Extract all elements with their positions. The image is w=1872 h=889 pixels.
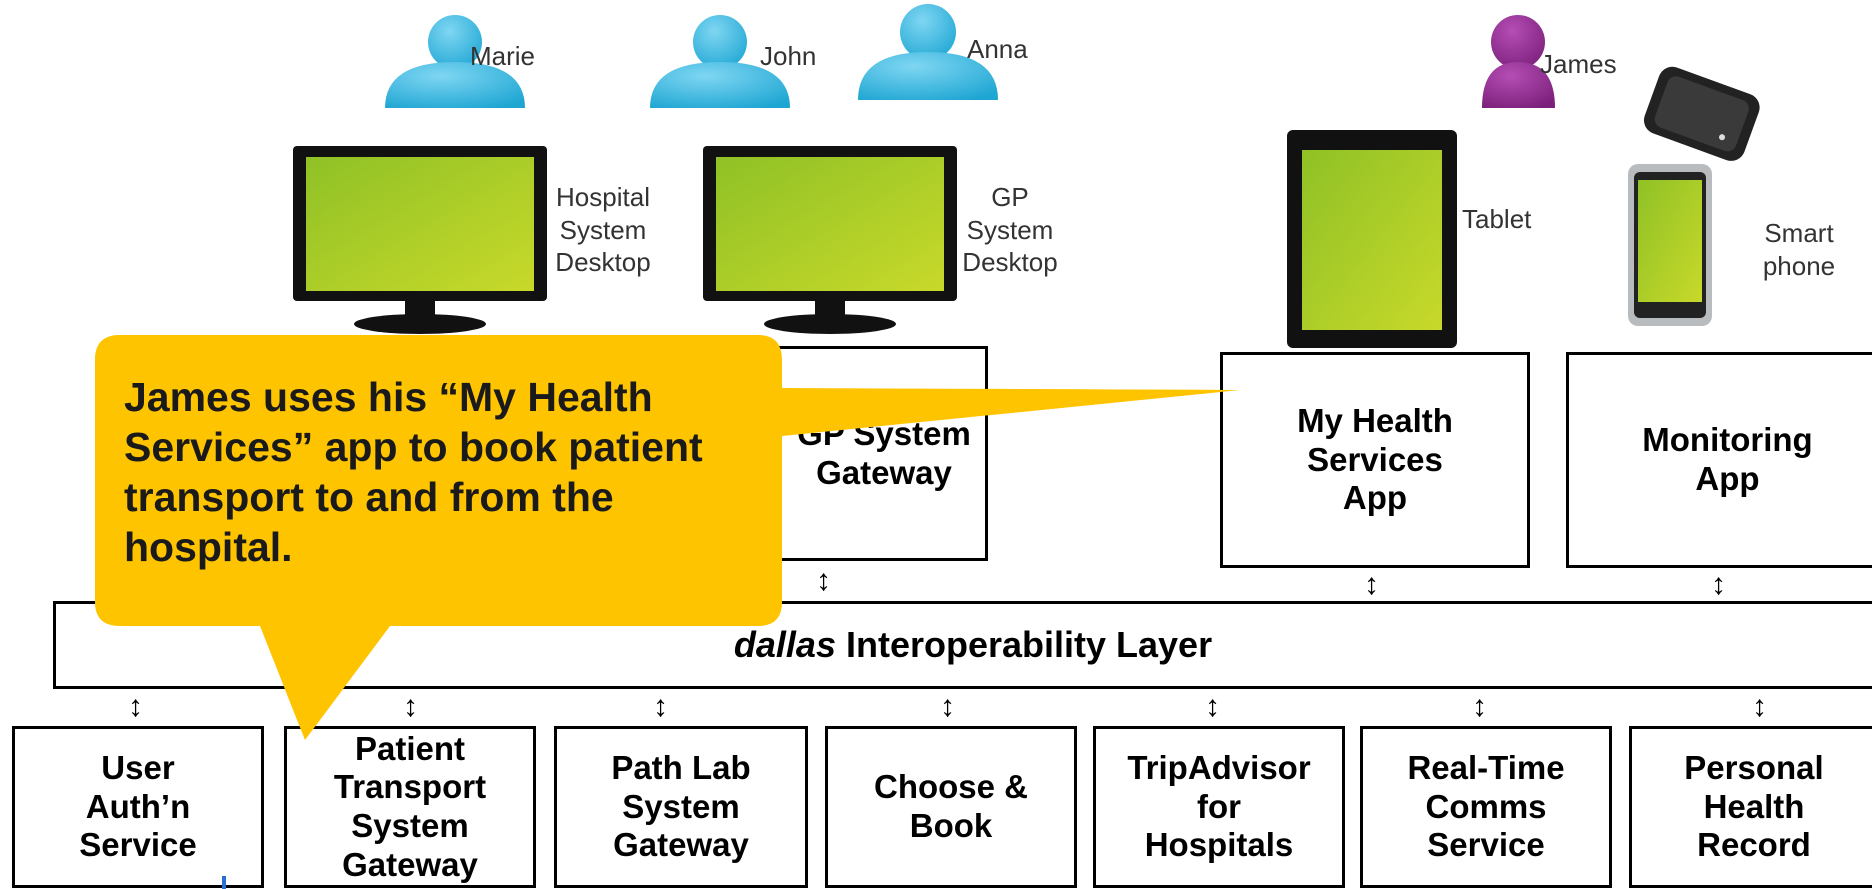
cursor-mark — [222, 876, 226, 889]
service-tripadvisor: TripAdvisor for Hospitals — [1093, 726, 1345, 888]
service-personal-health-record: Personal Health Record — [1629, 726, 1872, 888]
person-anna-icon — [858, 4, 998, 100]
arrow-service-2: ↕ — [403, 690, 418, 723]
monitoring-app-box: Monitoring App — [1566, 352, 1872, 568]
person-john-icon — [650, 15, 790, 108]
service-realtime-comms: Real-Time Comms Service — [1360, 726, 1612, 888]
arrow-monitoring: ↕ — [1711, 568, 1726, 601]
user-label-anna: Anna — [967, 34, 1028, 64]
service-path-lab: Path Lab System Gateway — [554, 726, 808, 888]
person-marie-icon — [385, 15, 525, 108]
arrow-service-6: ↕ — [1472, 690, 1487, 723]
arrow-service-4: ↕ — [940, 690, 955, 723]
smartphone-device-icon — [1628, 164, 1712, 326]
tablet-device-icon — [1287, 130, 1457, 348]
tablet-label: Tablet — [1462, 204, 1532, 234]
arrow-service-5: ↕ — [1205, 690, 1220, 723]
my-health-services-app-box: My Health Services App — [1220, 352, 1530, 568]
person-james-icon — [1482, 15, 1555, 108]
service-choose-book: Choose & Book — [825, 726, 1077, 888]
arrow-my-health: ↕ — [1364, 568, 1379, 601]
smartphone-label: Smart phone — [1762, 218, 1836, 281]
hospital-desktop-monitor-icon — [293, 146, 547, 334]
gp-desktop-label: GP System Desktop — [962, 182, 1058, 277]
gp-desktop-monitor-icon — [703, 146, 957, 334]
callout-message: James uses his “My Health Services” app … — [124, 374, 703, 571]
arrow-service-3: ↕ — [653, 690, 668, 723]
layer-title: Interoperability Layer — [845, 624, 1213, 665]
arrow-service-1: ↕ — [128, 690, 143, 723]
user-label-john: John — [760, 41, 817, 71]
layer-emphasis: dallas — [733, 624, 836, 665]
mobile-hotspot-icon — [1643, 66, 1760, 161]
callout-pointer-shape — [95, 335, 1240, 740]
arrow-gp-gateway: ↕ — [816, 564, 831, 597]
service-user-authn: User Auth’n Service — [12, 726, 264, 888]
user-label-marie: Marie — [470, 41, 536, 71]
arrow-service-7: ↕ — [1752, 690, 1767, 723]
service-patient-transport: Patient Transport System Gateway — [284, 726, 536, 888]
hospital-desktop-label: Hospital System Desktop — [555, 182, 651, 277]
user-label-james: James — [1540, 49, 1617, 79]
